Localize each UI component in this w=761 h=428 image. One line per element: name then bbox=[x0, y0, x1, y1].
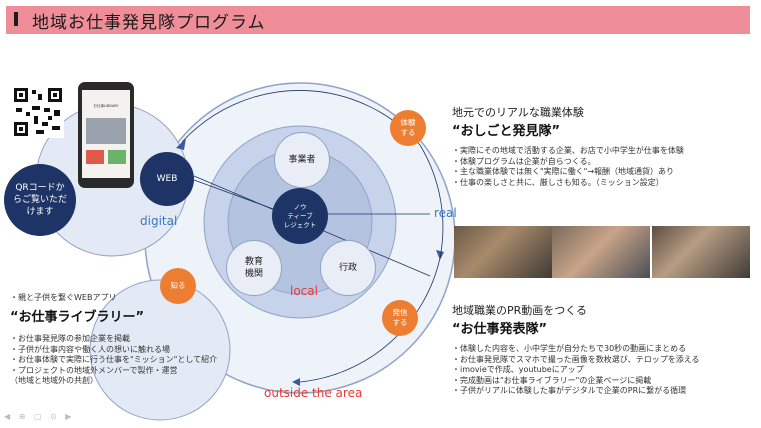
photo-work-experience-2 bbox=[552, 226, 650, 278]
experience-badge: 体験 する bbox=[390, 110, 426, 146]
phone-screen-image bbox=[86, 118, 126, 144]
business-node: 事業者 bbox=[274, 132, 330, 188]
experience-badge-label: 体験 する bbox=[400, 118, 416, 137]
qr-code[interactable] bbox=[12, 86, 64, 138]
arrow-head-right bbox=[436, 250, 444, 260]
center-node: ノウ ティーブ レジェクト bbox=[272, 188, 328, 244]
education-node-label: 教育 機関 bbox=[244, 257, 263, 279]
photo-work-experience-1 bbox=[454, 226, 552, 278]
qr-bubble-text: QRコードからご覧いただけます bbox=[13, 183, 68, 217]
top-bullet: ・主な職業体験では無く"実際に働く"→報酬（地域通貨）あり bbox=[452, 167, 675, 176]
web-node-label: WEB bbox=[156, 174, 178, 184]
bottom-bullet: ・子供がリアルに体験した事がデジタルで企業のPRに繋がる循環 bbox=[452, 386, 687, 395]
top-section-subtitle: 地元でのリアルな職業体験 bbox=[452, 106, 584, 119]
phone-button-green bbox=[108, 150, 126, 164]
left-section-subtitle: ・親と子供を繋ぐWEBアプリ bbox=[10, 293, 117, 302]
bottom-section-heading: “お仕事発表隊” bbox=[452, 322, 548, 337]
title-bar bbox=[6, 6, 750, 34]
title-marker bbox=[14, 12, 18, 26]
local-label: local bbox=[290, 284, 318, 298]
share-badge-label: 発信 する bbox=[392, 308, 408, 327]
bottom-bullet: ・imovieで作成、youtubeにアップ bbox=[452, 365, 584, 374]
phone-button-red bbox=[86, 150, 104, 164]
digital-label: digital bbox=[140, 214, 178, 228]
know-badge-label: 知る bbox=[170, 281, 186, 290]
share-badge: 発信 する bbox=[382, 300, 418, 336]
government-node-label: 行政 bbox=[338, 263, 357, 273]
phone-screen: お仕事LIBRARY bbox=[82, 90, 130, 178]
top-section-bullets: ・実際にその地域で活動する企業、お店で小中学生が仕事を体験 ・体験プログラムは企… bbox=[452, 146, 684, 188]
top-section-heading: “おしごと発見隊” bbox=[452, 124, 561, 139]
arrow-head-top bbox=[176, 138, 186, 150]
left-bullet: ・お仕事発見隊の参加企業を掲載 bbox=[10, 334, 130, 343]
government-node: 行政 bbox=[320, 240, 376, 296]
qr-speech-bubble: QRコードからご覧いただけます bbox=[4, 164, 76, 236]
bottom-bullet: ・体験した内容を、小中学生が自分たちで30秒の動画にまとめる bbox=[452, 344, 687, 353]
slideshow-controls[interactable]: ◀ ⊕ ▢ ⊙ ▶ bbox=[4, 412, 75, 421]
real-label: real bbox=[434, 206, 457, 220]
left-bullet: ・お仕事体験で実際に行う仕事を"ミッション"として紹介 bbox=[10, 355, 218, 364]
web-node: WEB bbox=[140, 152, 194, 206]
bottom-section-subtitle: 地域職業のPR動画をつくる bbox=[452, 304, 588, 317]
cycle-arrow-right bbox=[419, 144, 444, 259]
left-section-bullets: ・お仕事発見隊の参加企業を掲載 ・子供が仕事内容や働く人の想いに触れる場 ・お仕… bbox=[10, 334, 217, 387]
outside-area-label: outside the area bbox=[264, 386, 363, 400]
arrow-head-bottom bbox=[292, 378, 300, 386]
left-bullet: （地域と地域外の共創） bbox=[10, 376, 98, 385]
center-node-label: ノウ ティーブ レジェクト bbox=[283, 202, 317, 229]
qr-code-icon bbox=[12, 86, 64, 138]
bottom-section-bullets: ・体験した内容を、小中学生が自分たちで30秒の動画にまとめる ・お仕事発見隊でス… bbox=[452, 344, 700, 397]
photo-work-experience-3 bbox=[652, 226, 750, 278]
left-section-heading: “お仕事ライブラリー” bbox=[10, 310, 145, 325]
left-bullet: ・子供が仕事内容や働く人の想いに触れる場 bbox=[10, 344, 170, 354]
phone-mockup: お仕事LIBRARY bbox=[78, 82, 134, 188]
top-bullet: ・体験プログラムは企業が自らつくる。 bbox=[452, 156, 596, 166]
page-title: 地域お仕事発見隊プログラム bbox=[32, 13, 266, 33]
top-bullet: ・仕事の楽しさと共に、厳しさも知る。（ミッション設定） bbox=[452, 177, 664, 187]
business-node-label: 事業者 bbox=[288, 155, 316, 165]
know-badge: 知る bbox=[160, 268, 196, 304]
bottom-bullet: ・完成動画は"お仕事ライブラリー"の企業ページに掲載 bbox=[452, 375, 652, 385]
education-node: 教育 機関 bbox=[226, 240, 282, 296]
bottom-bullet: ・お仕事発見隊でスマホで撮った画像を数枚選び、テロップを添える bbox=[452, 354, 700, 364]
phone-screen-title: お仕事LIBRARY bbox=[93, 104, 119, 108]
left-bullet: ・プロジェクトの地域外メンバーで製作・運営 bbox=[10, 365, 178, 375]
top-bullet: ・実際にその地域で活動する企業、お店で小中学生が仕事を体験 bbox=[452, 146, 684, 155]
cycle-arrow-bottom bbox=[299, 257, 441, 383]
